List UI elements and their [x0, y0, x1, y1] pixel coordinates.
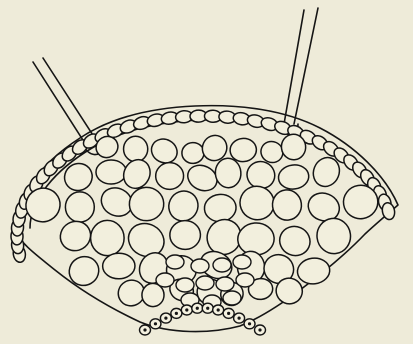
parenchyma-cell [147, 135, 181, 168]
small-cell [233, 255, 251, 269]
small-cell [156, 273, 174, 287]
small-cell [191, 259, 209, 273]
parenchyma-cell [271, 188, 303, 222]
small-cell [216, 277, 234, 291]
bundle-cell-nucleus [248, 322, 251, 325]
small-cell [236, 273, 254, 287]
bundle-cell-nucleus [227, 312, 230, 315]
parenchyma-cell [169, 220, 201, 250]
parenchyma-cell [64, 251, 104, 291]
bundle-cell-nucleus [196, 307, 199, 310]
small-cell [223, 291, 241, 305]
parenchyma-cell [129, 186, 165, 221]
parenchyma-cell [102, 253, 135, 279]
parenchyma-cell [315, 216, 353, 255]
parenchyma-cell [96, 160, 127, 185]
bundle-cell-nucleus [154, 322, 157, 325]
right-hair-icon [280, 8, 318, 135]
parenchyma-cell [65, 192, 94, 223]
small-cell [176, 278, 194, 292]
parenchyma-cell [55, 216, 96, 256]
bundle-cell-nucleus [185, 308, 188, 311]
bundle-cell-nucleus [237, 317, 240, 320]
parenchyma-cell [90, 220, 124, 256]
parenchyma-cell [214, 157, 242, 189]
parenchyma-cell [155, 162, 184, 190]
parenchyma-cell [181, 142, 204, 164]
small-cell [196, 276, 214, 290]
parenchyma-cell [229, 137, 257, 162]
parenchyma-cell [203, 193, 237, 223]
bundle-cell-nucleus [175, 312, 178, 315]
bundle-cell-nucleus [143, 328, 146, 331]
parenchyma-cell [236, 221, 275, 256]
parenchyma-cell [296, 256, 331, 285]
parenchyma-cell [277, 163, 310, 191]
bundle-cell-nucleus [164, 317, 167, 320]
parenchyma-cell [123, 136, 148, 162]
bundle-cell-nucleus [206, 307, 209, 310]
vascular-bundle-cells [140, 303, 266, 335]
small-cell [213, 258, 231, 272]
small-cell [166, 255, 184, 269]
bundle-cell-nucleus [217, 308, 220, 311]
bundle-cell-nucleus [258, 328, 261, 331]
